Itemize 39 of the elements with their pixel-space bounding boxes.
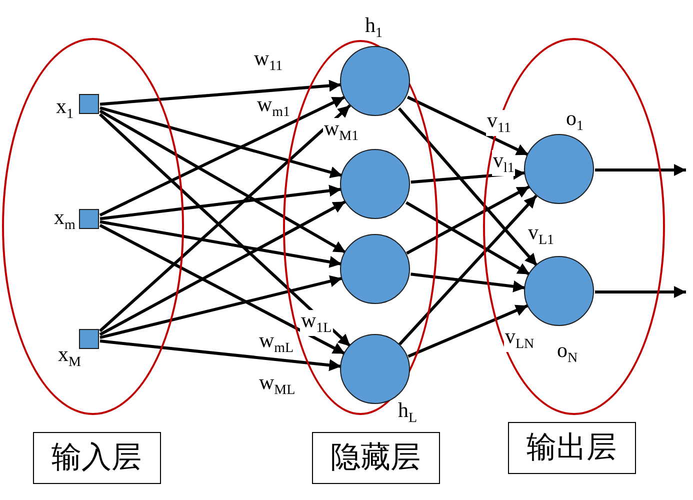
arrow [100,220,342,268]
layer-label-box: 输出层 [508,422,636,474]
arrow [595,164,686,176]
layer-label-box: 输入层 [32,432,160,484]
arrow [100,340,342,372]
arrow [99,96,346,217]
layer-ellipse [2,38,184,414]
arrow [99,200,346,336]
input-square [79,329,99,349]
arrow [99,109,346,254]
edge-label: v$_{11}$ [486,110,512,136]
layer-label-box: 隐藏层 [312,432,440,484]
neuron-circle [340,334,410,404]
arrow [398,194,538,346]
node-label: x$_{1}$ [56,96,74,122]
arrow [100,184,342,220]
arrow [100,80,342,106]
node-label: x$_{M}$ [58,344,81,370]
arrow [406,201,530,276]
arrow [100,275,342,339]
node-label: h$_{L}$ [398,400,418,426]
arrow [398,107,538,267]
node-label: h$_{1}$ [365,15,382,41]
arrow [99,224,346,356]
arrow [408,304,528,358]
input-square [79,209,99,229]
node-label: o$_{N}$ [557,340,578,366]
neuron-circle [340,46,410,116]
arrow [406,185,530,255]
arrow [406,96,530,156]
node-label: o$_{1}$ [566,108,584,134]
arrow [100,106,343,178]
arrow [595,286,686,298]
edge-label: w$_{1L}$ [300,310,333,336]
edge-label: v$_{l1}$ [492,150,516,176]
arrow [410,168,526,184]
arrow [410,272,526,292]
node-label: x$_{m}$ [54,207,76,233]
input-square [79,94,99,114]
